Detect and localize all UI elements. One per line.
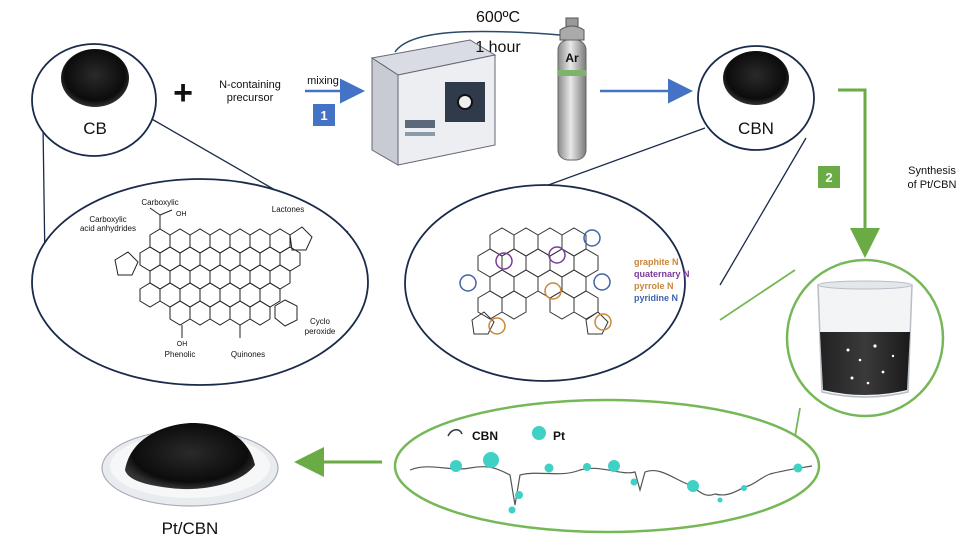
cb-label: CB: [83, 119, 107, 138]
nitrogen-legend: graphite N quaternary N pyrrole N pyridi…: [634, 257, 690, 303]
label-anhydrides-line1: Carboxylic: [89, 215, 126, 224]
label-anhydrides-line2: acid anhydrides: [80, 224, 136, 233]
step-2-badge: 2: [818, 166, 840, 188]
argon-label: Ar: [565, 51, 579, 65]
label-cyclo-line2: peroxide: [305, 327, 336, 336]
cbn-circle: CBN: [697, 45, 815, 151]
label-oh-top: OH: [176, 211, 187, 218]
cbn-structure-ellipse: graphite N quaternary N pyrrole N pyridi…: [404, 184, 690, 382]
cb-circle: CB: [31, 43, 157, 157]
step-1-badge: 1: [313, 104, 335, 126]
arrow-synthesis: [838, 88, 880, 258]
legend-graphite-n: graphite N: [634, 257, 679, 267]
cbn-legend-label: CBN: [472, 429, 498, 443]
mixing-label: mixing: [307, 75, 339, 87]
synthesis-label-line1: Synthesis: [908, 165, 956, 177]
pt-legend-dot: [532, 426, 546, 440]
pt-nanoparticles: [450, 452, 803, 514]
precursor-label-line2: precursor: [227, 92, 274, 104]
beaker-circle: [785, 258, 945, 418]
plus-sign: +: [173, 74, 193, 112]
nanoparticle-ellipse: CBN Pt: [393, 398, 821, 534]
duration-label: 1 hour: [475, 39, 521, 56]
cbn-label: CBN: [738, 119, 774, 138]
tube-furnace: [370, 30, 561, 166]
legend-pyrrole-n: pyrrole N: [634, 281, 674, 291]
label-lactones: Lactones: [272, 205, 304, 214]
pt-cbn-powder-dish: [101, 422, 279, 507]
cbn-legend-curve: [447, 429, 463, 437]
argon-cylinder: Ar: [557, 17, 587, 161]
label-quinones: Quinones: [231, 350, 265, 359]
svg-text:2: 2: [825, 170, 832, 185]
graphene-lattice: [114, 207, 313, 338]
cb-structure-ellipse: Carboxylic OH Carboxylic acid anhydrides…: [31, 178, 369, 386]
legend-quaternary-n: quaternary N: [634, 269, 690, 279]
product-label: Pt/CBN: [162, 519, 219, 538]
cbn-support-curve: [409, 465, 813, 506]
label-cyclo-line1: Cyclo: [310, 317, 331, 326]
synthesis-label-line2: of Pt/CBN: [908, 179, 957, 191]
svg-text:1: 1: [320, 108, 327, 123]
label-oh-bottom: OH: [177, 341, 188, 348]
legend-pyridine-n: pyridine N: [634, 293, 678, 303]
temperature-label: 600ºC: [476, 9, 520, 26]
label-carboxylic: Carboxylic: [141, 198, 178, 207]
pt-legend-label: Pt: [553, 429, 565, 443]
precursor-label-line1: N-containing: [219, 79, 281, 91]
label-phenolic: Phenolic: [165, 350, 196, 359]
